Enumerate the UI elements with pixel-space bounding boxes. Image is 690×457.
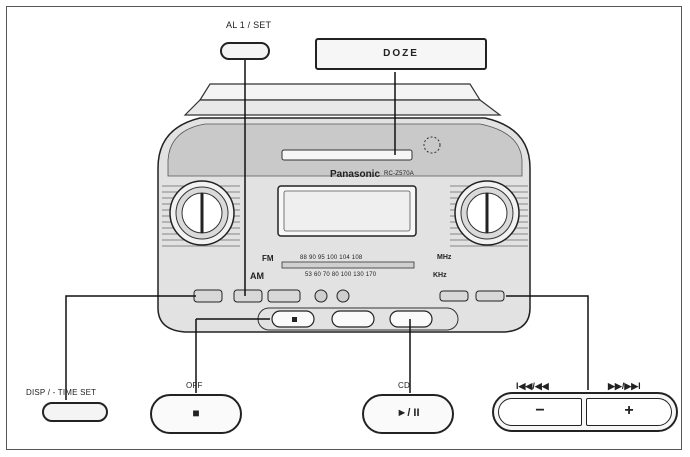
skip-control-frame: − + bbox=[492, 392, 678, 432]
khz-label: KHz bbox=[433, 272, 447, 279]
small-round-button-1 bbox=[314, 289, 328, 303]
mid-small-button bbox=[267, 289, 301, 303]
disp-small-button bbox=[193, 289, 223, 303]
am-label: AM bbox=[250, 271, 264, 281]
doze-button[interactable]: DOZE bbox=[315, 38, 487, 70]
fm-scale: 88 90 95 100 104 108 bbox=[300, 255, 363, 261]
plus-button[interactable]: + bbox=[586, 398, 672, 426]
disp-time-set-button[interactable] bbox=[42, 402, 108, 422]
model-label: RC-Z570A bbox=[384, 171, 414, 177]
minus-button[interactable]: − bbox=[498, 398, 582, 426]
lid-top bbox=[198, 83, 482, 101]
lid-slope bbox=[183, 99, 502, 116]
left-knob bbox=[169, 180, 235, 246]
skip-back-small-button bbox=[439, 290, 469, 302]
skip-back-label: I◀◀/◀◀ bbox=[516, 381, 549, 391]
plus-icon: + bbox=[624, 402, 634, 419]
lid-dial bbox=[423, 136, 441, 154]
mhz-label: MHz bbox=[437, 254, 452, 261]
radio-small-button bbox=[331, 310, 375, 328]
disp-time-set-label: DISP / - TIME SET bbox=[26, 388, 97, 397]
doze-bar bbox=[281, 149, 413, 161]
stop-button[interactable]: ■ bbox=[150, 394, 242, 434]
brand-label: Panasonic bbox=[330, 169, 381, 180]
minus-icon: − bbox=[535, 402, 545, 419]
skip-fwd-small-button bbox=[475, 290, 505, 302]
fm-label: FM bbox=[262, 254, 274, 263]
alt-set-button[interactable] bbox=[220, 42, 270, 60]
small-round-button-2 bbox=[336, 289, 350, 303]
am-scale: 53 60 70 80 100 130 170 bbox=[305, 272, 377, 278]
doze-label: DOZE bbox=[383, 48, 419, 59]
cd-label: CD bbox=[398, 381, 410, 390]
callout-lines bbox=[65, 60, 589, 400]
skip-fwd-label: ▶▶/▶▶I bbox=[608, 381, 641, 391]
play-pause-icon: ►/ II bbox=[396, 407, 420, 419]
tuner-strip bbox=[281, 261, 415, 269]
alt-set-label: AL 1 / SET bbox=[226, 20, 272, 30]
figure-frame bbox=[6, 6, 682, 450]
right-knob bbox=[454, 180, 520, 246]
off-label: OFF bbox=[186, 381, 203, 390]
stop-icon: ■ bbox=[192, 406, 200, 420]
alt-small-button bbox=[233, 289, 263, 303]
play-pause-button[interactable]: ►/ II bbox=[362, 394, 454, 434]
cd-small-button bbox=[389, 310, 433, 328]
